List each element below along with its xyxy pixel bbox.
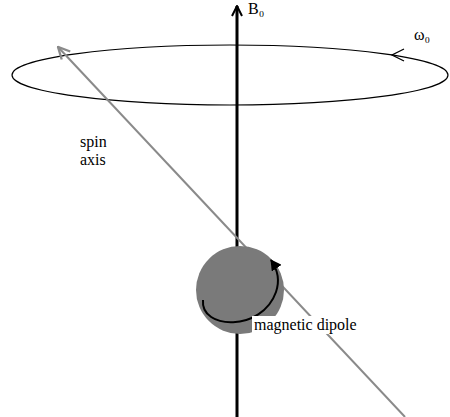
spin-axis bbox=[58, 47, 405, 417]
field-axis bbox=[236, 6, 239, 417]
precession-orbit bbox=[12, 45, 448, 105]
symbol-label: B₀ bbox=[248, 0, 264, 18]
part-label: magnetic dipole bbox=[252, 316, 359, 334]
orbit-arrowhead bbox=[392, 49, 404, 61]
part-label: spin axis bbox=[80, 133, 124, 170]
symbol-label: ω₀ bbox=[414, 26, 430, 44]
rotation-arrow bbox=[203, 260, 278, 322]
